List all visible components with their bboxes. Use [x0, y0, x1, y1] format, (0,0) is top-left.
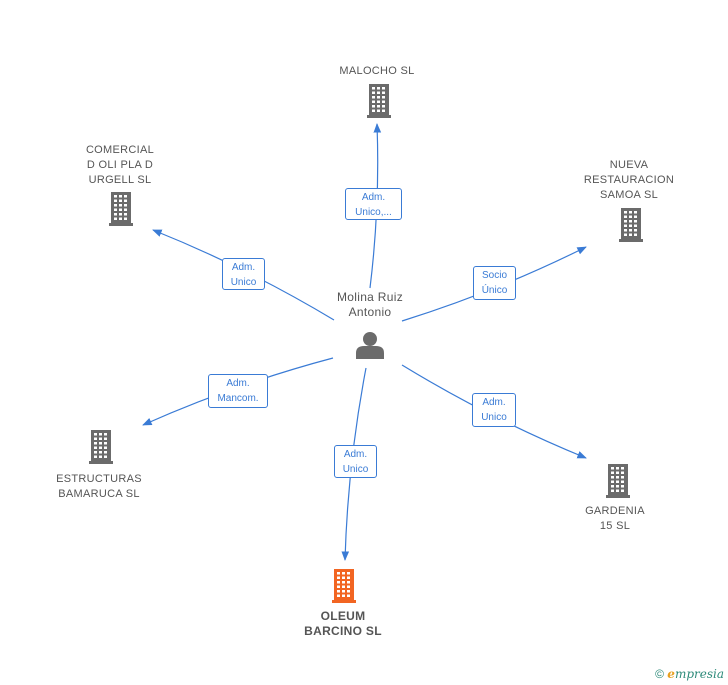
- edge-label-malocho[interactable]: Adm. Unico,...: [345, 188, 402, 220]
- edge-label-nueva[interactable]: Socio Único: [473, 266, 516, 300]
- empresia-brand[interactable]: © empresia: [655, 667, 724, 681]
- company-label-comercial[interactable]: COMERCIAL D OLI PLA D URGELL SL: [85, 144, 155, 186]
- company-label-nueva[interactable]: NUEVA RESTAURACION SAMOA SL: [583, 159, 675, 201]
- building-icon[interactable]: [332, 569, 356, 603]
- edge-label-estructuras[interactable]: Adm. Mancom.: [208, 374, 268, 408]
- edge-label-gardenia[interactable]: Adm. Unico: [472, 393, 516, 427]
- edge-label-oleum[interactable]: Adm. Unico: [334, 445, 377, 478]
- building-icon[interactable]: [367, 84, 391, 118]
- company-label-oleum[interactable]: OLEUM BARCINO SL: [304, 609, 382, 638]
- person-icon[interactable]: [356, 332, 384, 359]
- person-label[interactable]: Molina Ruiz Antonio: [337, 290, 403, 319]
- building-icon[interactable]: [109, 192, 133, 226]
- building-icon[interactable]: [619, 208, 643, 242]
- company-label-estructuras[interactable]: ESTRUCTURAS BAMARUCA SL: [56, 473, 142, 500]
- edge-label-comercial[interactable]: Adm. Unico: [222, 258, 265, 290]
- copyright-symbol: ©: [655, 667, 664, 681]
- company-label-malocho[interactable]: MALOCHO SL: [339, 65, 415, 77]
- brand-logo-e: e: [667, 667, 675, 681]
- building-icon[interactable]: [606, 464, 630, 498]
- company-label-gardenia[interactable]: GARDENIA 15 SL: [585, 505, 645, 532]
- building-icon[interactable]: [89, 430, 113, 464]
- brand-name: mpresia: [674, 667, 724, 681]
